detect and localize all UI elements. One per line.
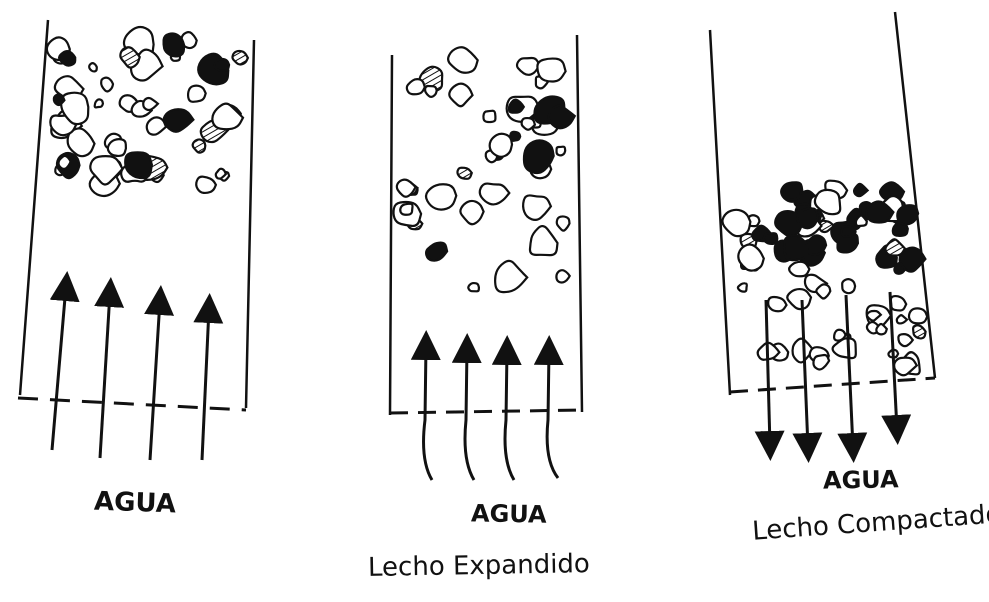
media-particle [125, 152, 152, 178]
media-particle [425, 86, 437, 97]
media-particle [537, 59, 565, 82]
media-bed-fluidized [47, 27, 248, 196]
media-particle [233, 51, 248, 65]
media-particle [789, 262, 809, 276]
media-particle [426, 184, 456, 209]
media-particle [59, 156, 71, 169]
media-particle [897, 315, 907, 323]
media-particle [557, 147, 566, 156]
media-particle [797, 208, 818, 228]
media-particle [530, 226, 558, 255]
media-particle [449, 84, 472, 107]
media-particle [460, 201, 483, 224]
media-particle [898, 334, 912, 346]
media-particle [196, 177, 216, 193]
media-particle [108, 139, 126, 156]
media-particle [768, 297, 786, 311]
media-particle [89, 63, 97, 71]
media-particle [909, 308, 927, 323]
upflow-arrows [52, 286, 209, 460]
media-particle [842, 226, 855, 237]
media-particle [400, 204, 412, 215]
caption-expanded-bed: Lecho Expandido [368, 549, 590, 583]
media-particle [101, 78, 113, 92]
panel-1-upflow [18, 20, 254, 460]
panel-2-expanded [390, 35, 582, 480]
media-particle [891, 296, 906, 310]
media-particle [813, 355, 829, 369]
media-particle [556, 270, 569, 282]
media-particle [885, 239, 904, 255]
media-particle [517, 58, 540, 75]
media-particle [764, 233, 777, 244]
media-particle [193, 139, 206, 152]
media-particle [495, 261, 527, 292]
media-particle [490, 134, 512, 157]
media-particle [483, 111, 495, 122]
media-particle [913, 325, 926, 338]
media-particle [143, 98, 158, 110]
water-label-3: AGUA [823, 465, 899, 494]
media-bed-expanded [394, 47, 575, 292]
media-particle [164, 109, 194, 131]
media-particle [215, 59, 229, 71]
media-particle [787, 289, 811, 309]
media-particle [54, 94, 65, 105]
media-particle [816, 284, 830, 298]
media-particle [188, 86, 206, 102]
media-particle [549, 106, 575, 129]
support-plate [730, 378, 935, 392]
media-particle [784, 183, 801, 199]
media-particle [480, 184, 510, 205]
media-particle [784, 235, 810, 260]
media-particle [854, 184, 868, 196]
media-particle [164, 33, 184, 56]
media-particle [407, 79, 425, 94]
media-particle [522, 118, 535, 130]
media-particle [457, 168, 471, 179]
media-particle [212, 104, 243, 130]
media-particle [523, 195, 551, 219]
media-particle [722, 210, 750, 236]
media-particle [95, 99, 103, 107]
media-particle [147, 117, 166, 134]
media-particle [842, 279, 855, 293]
media-particle [557, 216, 570, 230]
water-label-2: AGUA [471, 499, 547, 528]
support-plate [390, 410, 582, 413]
media-particle [738, 283, 747, 291]
media-particle [448, 47, 478, 72]
media-particle [897, 205, 918, 224]
support-plate [18, 398, 246, 410]
media-particle [426, 243, 447, 261]
media-particle [468, 283, 479, 291]
water-label-1: AGUA [94, 487, 177, 520]
panel-3-compacted [710, 12, 935, 448]
media-bed-compacted [722, 181, 927, 376]
media-particle [876, 324, 886, 334]
